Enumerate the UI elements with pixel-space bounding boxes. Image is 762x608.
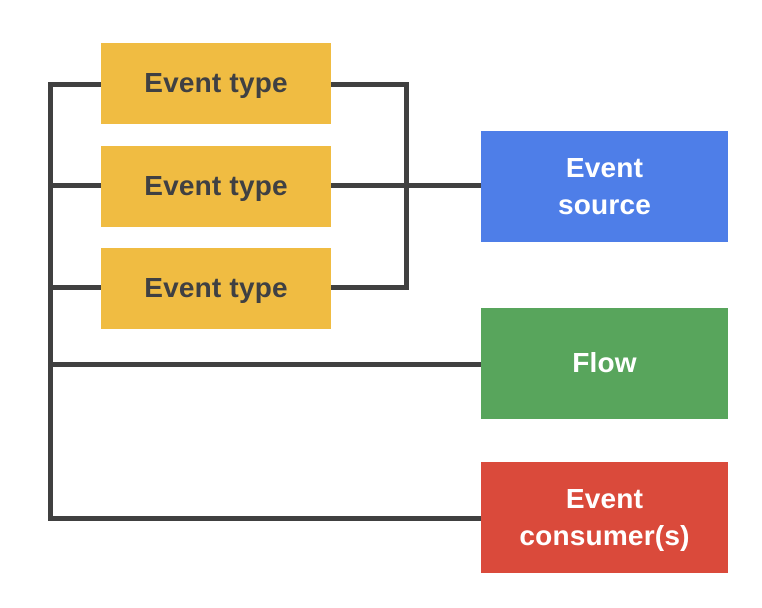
event-type-label-2: Event type [144,170,288,202]
event-type-box-2: Event type [101,146,331,227]
connector-left-stub-event-type-3 [48,285,101,290]
event-type-label-1: Event type [144,67,288,99]
connector-to-event-consumers [48,516,481,521]
event-source-label: Event source [557,151,652,220]
connector-right-stub-event-type-3 [331,285,409,290]
event-type-box-1: Event type [101,43,331,124]
connector-right-stub-event-type-1 [331,82,409,87]
event-type-box-3: Event type [101,248,331,329]
connector-left-stub-event-type-1 [48,82,101,87]
event-consumers-box: Event consumer(s) [481,462,728,573]
connector-to-event-source [331,183,481,188]
flow-box: Flow [481,308,728,419]
event-source-box: Event source [481,131,728,242]
event-consumers-label: Event consumer(s) [519,482,690,551]
flow-label: Flow [572,347,637,379]
connector-to-flow [48,362,481,367]
connector-left-vertical-rail [48,82,53,521]
event-type-label-3: Event type [144,272,288,304]
connector-left-stub-event-type-2 [48,183,101,188]
